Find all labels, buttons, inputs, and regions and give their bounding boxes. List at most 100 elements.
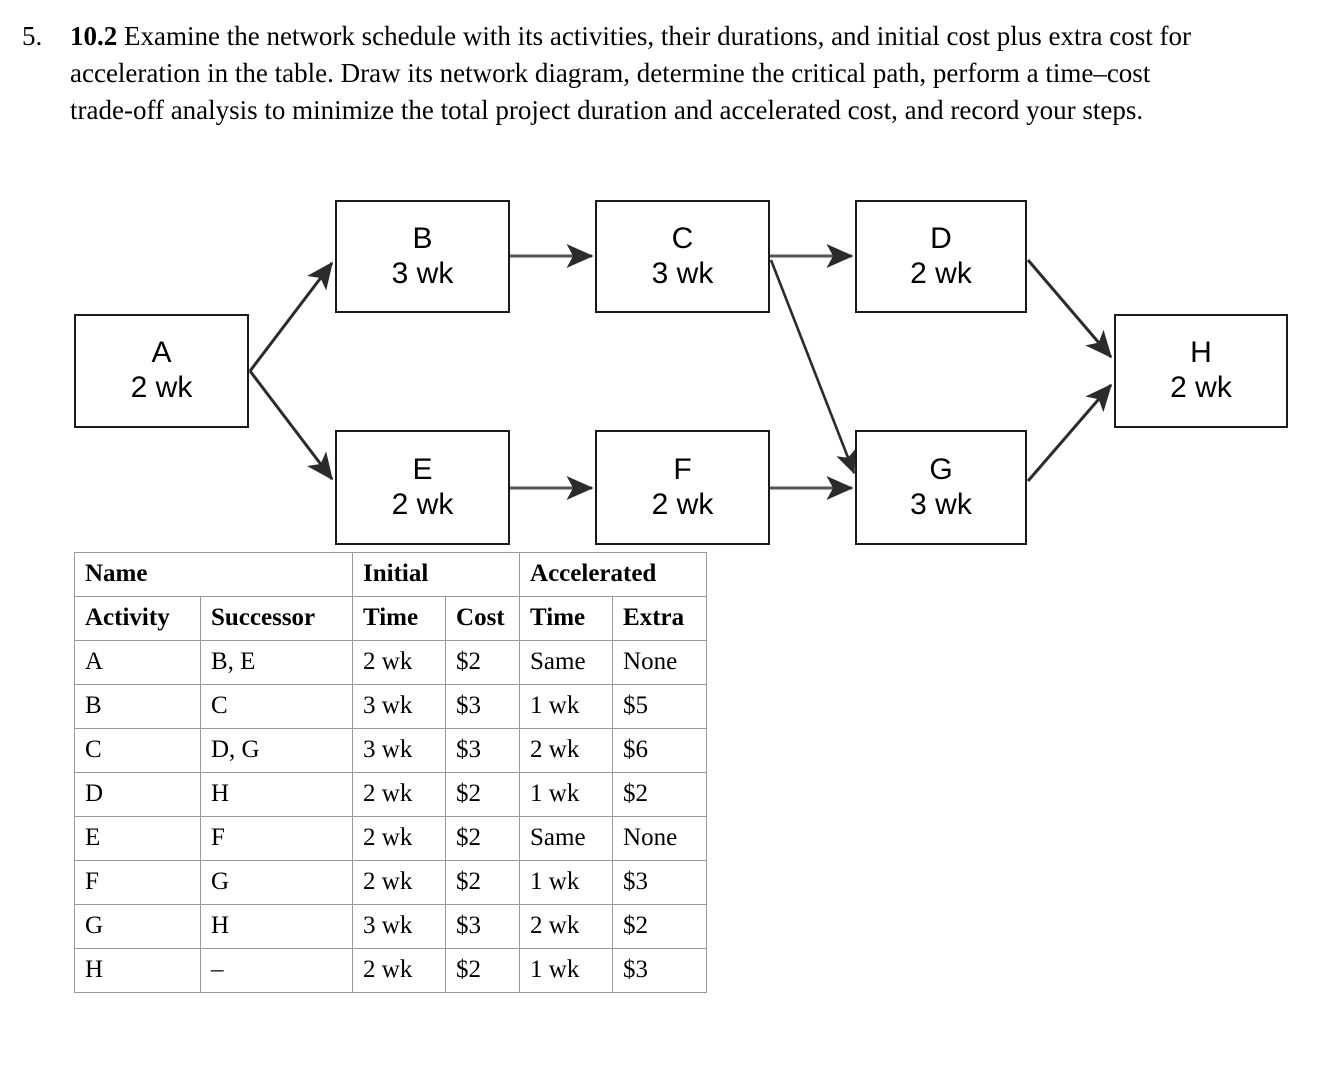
cell-activity: H (74, 948, 201, 993)
cell-successor: C (199, 684, 354, 729)
cell-initial-time: 2 wk (352, 640, 447, 685)
node-duration-d: 2 wk (910, 256, 972, 290)
cell-initial-cost: $3 (445, 904, 521, 949)
question-block: 5. 10.2 Examine the network schedule wit… (0, 0, 1344, 190)
node-duration-e: 2 wk (391, 487, 454, 521)
cell-successor: G (199, 860, 354, 905)
node-label-d: D (930, 221, 952, 255)
node-box-g[interactable]: G 3 wk (855, 430, 1027, 545)
cell-accelerated-time: 1 wk (519, 860, 614, 905)
node-box-e[interactable]: E 2 wk (335, 430, 510, 545)
cell-initial-cost: $3 (445, 684, 521, 729)
cell-initial-cost: $2 (445, 816, 521, 861)
column-header-accelerated-time: Time (519, 596, 614, 641)
node-box-d[interactable]: D 2 wk (855, 200, 1027, 313)
cell-initial-cost: $2 (445, 948, 521, 993)
cell-initial-cost: $3 (445, 728, 521, 773)
group-header-accelerated: Accelerated (519, 552, 708, 597)
cell-initial-cost: $2 (445, 772, 521, 817)
question-text: 10.2 Examine the network schedule with i… (70, 18, 1210, 129)
node-label-c: C (671, 221, 694, 255)
group-header-name: Name (73, 552, 354, 597)
cell-initial-cost: $2 (445, 640, 521, 685)
cell-activity: C (74, 728, 201, 773)
edge-a-to-e (248, 370, 334, 481)
question-code: 10.2 (70, 21, 118, 51)
question-number: 5. (22, 21, 43, 51)
node-duration-g: 3 wk (910, 487, 972, 521)
cell-accelerated-time: 2 wk (519, 728, 614, 773)
node-duration-h: 2 wk (1170, 371, 1232, 404)
node-label-f: F (673, 452, 692, 486)
cell-accelerated-extra: $3 (612, 948, 708, 993)
cell-successor: D, G (199, 728, 354, 773)
table-row: B C 3 wk $3 1 wk $5 (74, 684, 708, 729)
cell-accelerated-time: Same (519, 640, 614, 685)
table-row: G H 3 wk $3 2 wk $2 (74, 904, 708, 949)
network-diagram: A 2 wk B 3 wk C 3 wk D 2 wk E 2 wk F 2 w… (0, 185, 1344, 560)
table-row: A B, E 2 wk $2 Same None (74, 640, 708, 685)
column-header-successor: Successor (199, 596, 354, 641)
cell-activity: A (74, 640, 201, 685)
edge-c-to-g (769, 259, 856, 475)
table-row: F G 2 wk $2 1 wk $3 (74, 860, 708, 905)
node-box-a[interactable]: A 2 wk (74, 314, 249, 428)
schedule-table: Name Initial Accelerated Activity Succes… (73, 552, 708, 993)
cell-accelerated-extra: None (612, 816, 708, 861)
group-header-initial: Initial (352, 552, 521, 597)
cell-accelerated-time: 1 wk (519, 684, 614, 729)
cell-activity: G (74, 904, 201, 949)
cell-successor: H (199, 904, 354, 949)
column-header-accelerated-extra: Extra (612, 596, 708, 641)
cell-successor: H (199, 772, 354, 817)
network-arrows-layer (248, 244, 1113, 500)
cell-initial-time: 2 wk (352, 860, 447, 905)
cell-initial-time: 2 wk (352, 772, 447, 817)
table-row: D H 2 wk $2 1 wk $2 (74, 772, 708, 817)
node-duration-c: 3 wk (651, 256, 714, 290)
node-label-b: B (412, 221, 433, 255)
column-header-initial-cost: Cost (445, 596, 521, 641)
node-label-a: A (151, 336, 172, 369)
cell-successor: B, E (199, 640, 354, 685)
column-header-activity: Activity (74, 596, 201, 641)
edge-a-to-b (248, 261, 334, 372)
node-label-e: E (412, 452, 433, 486)
node-box-f[interactable]: F 2 wk (595, 430, 770, 545)
cell-initial-time: 3 wk (352, 684, 447, 729)
cell-accelerated-extra: $2 (612, 904, 708, 949)
cell-initial-time: 2 wk (352, 816, 447, 861)
node-duration-b: 3 wk (391, 256, 454, 290)
node-duration-a: 2 wk (130, 371, 193, 404)
table-row: H – 2 wk $2 1 wk $3 (74, 948, 708, 993)
cell-initial-cost: $2 (445, 860, 521, 905)
column-header-initial-time: Time (352, 596, 447, 641)
edge-g-to-h (1026, 383, 1113, 482)
cell-accelerated-extra: $5 (612, 684, 708, 729)
node-label-h: H (1190, 336, 1212, 369)
table-row: E F 2 wk $2 Same None (74, 816, 708, 861)
cell-activity: E (74, 816, 201, 861)
cell-accelerated-time: 2 wk (519, 904, 614, 949)
cell-activity: F (74, 860, 201, 905)
node-box-h[interactable]: H 2 wk (1114, 314, 1288, 428)
cell-successor: – (199, 948, 354, 993)
table-body: A B, E 2 wk $2 Same None B C 3 wk $3 1 w… (74, 640, 708, 993)
cell-accelerated-extra: $2 (612, 772, 708, 817)
cell-initial-time: 3 wk (352, 728, 447, 773)
node-box-b[interactable]: B 3 wk (335, 200, 510, 313)
cell-accelerated-time: 1 wk (519, 948, 614, 993)
question-body: Examine the network schedule with its ac… (70, 21, 1191, 125)
edge-d-to-h (1026, 259, 1113, 359)
node-duration-f: 2 wk (651, 487, 714, 521)
cell-initial-time: 3 wk (352, 904, 447, 949)
node-label-g: G (929, 452, 953, 486)
table-row: C D, G 3 wk $3 2 wk $6 (74, 728, 708, 773)
cell-activity: B (74, 684, 201, 729)
table-group-header-row: Name Initial Accelerated (73, 552, 708, 597)
cell-initial-time: 2 wk (352, 948, 447, 993)
cell-activity: D (74, 772, 201, 817)
cell-accelerated-time: Same (519, 816, 614, 861)
cell-accelerated-time: 1 wk (519, 772, 614, 817)
node-box-c[interactable]: C 3 wk (595, 200, 770, 313)
